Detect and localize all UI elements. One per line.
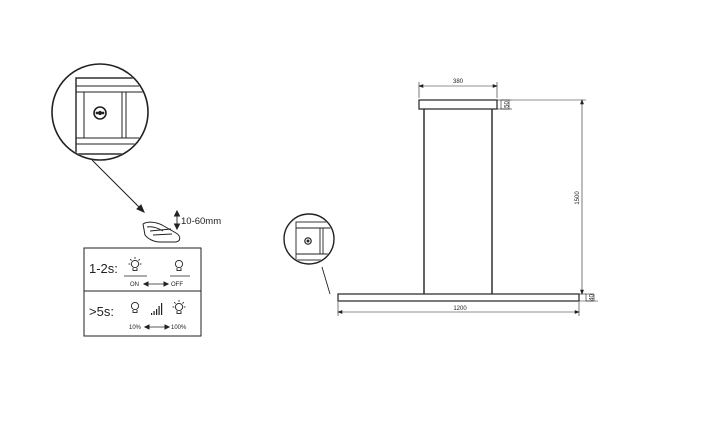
canopy-outline xyxy=(418,99,498,110)
on-label: ON xyxy=(130,282,139,288)
canopy-height-label: 50 xyxy=(505,101,511,108)
light-on-icon xyxy=(128,257,142,271)
sensor-range-label: 10-60mm xyxy=(181,216,221,227)
pointer-arrow xyxy=(91,159,145,213)
light-off-icon xyxy=(174,259,184,271)
bar-height-label: 40 xyxy=(590,294,596,301)
dim-max-label: 100% xyxy=(171,325,187,331)
dim-double-arrow-icon xyxy=(143,324,171,330)
canopy-width-dimension xyxy=(418,82,498,98)
on-off-double-arrow-icon xyxy=(142,281,170,287)
bar-length-label: 1200 xyxy=(453,306,467,312)
hand-gesture-icon xyxy=(142,221,181,243)
sensor-location-magnifier xyxy=(283,213,335,295)
sensor-detail-magnifier xyxy=(51,63,149,161)
light-dim-icon xyxy=(130,301,140,313)
light-bar-outline xyxy=(337,293,580,302)
dim-min-label: 10% xyxy=(129,325,142,331)
row2-label: >5s: xyxy=(89,304,114,319)
bar-height-dimension xyxy=(579,293,598,302)
light-bright-icon xyxy=(172,300,186,314)
canopy-width-label: 380 xyxy=(453,79,464,85)
total-height-label: 1500 xyxy=(575,191,581,205)
row1-label: 1-2s: xyxy=(89,261,118,276)
signal-bars-icon xyxy=(151,303,163,315)
bar-length-dimension xyxy=(337,302,580,316)
canopy-height-dimension xyxy=(497,99,512,110)
total-height-dimension xyxy=(512,99,586,295)
pendant-lamp-drawing xyxy=(337,99,580,302)
control-panel xyxy=(83,247,202,337)
distance-arrow-icon xyxy=(173,209,181,231)
off-label: OFF xyxy=(171,282,183,288)
